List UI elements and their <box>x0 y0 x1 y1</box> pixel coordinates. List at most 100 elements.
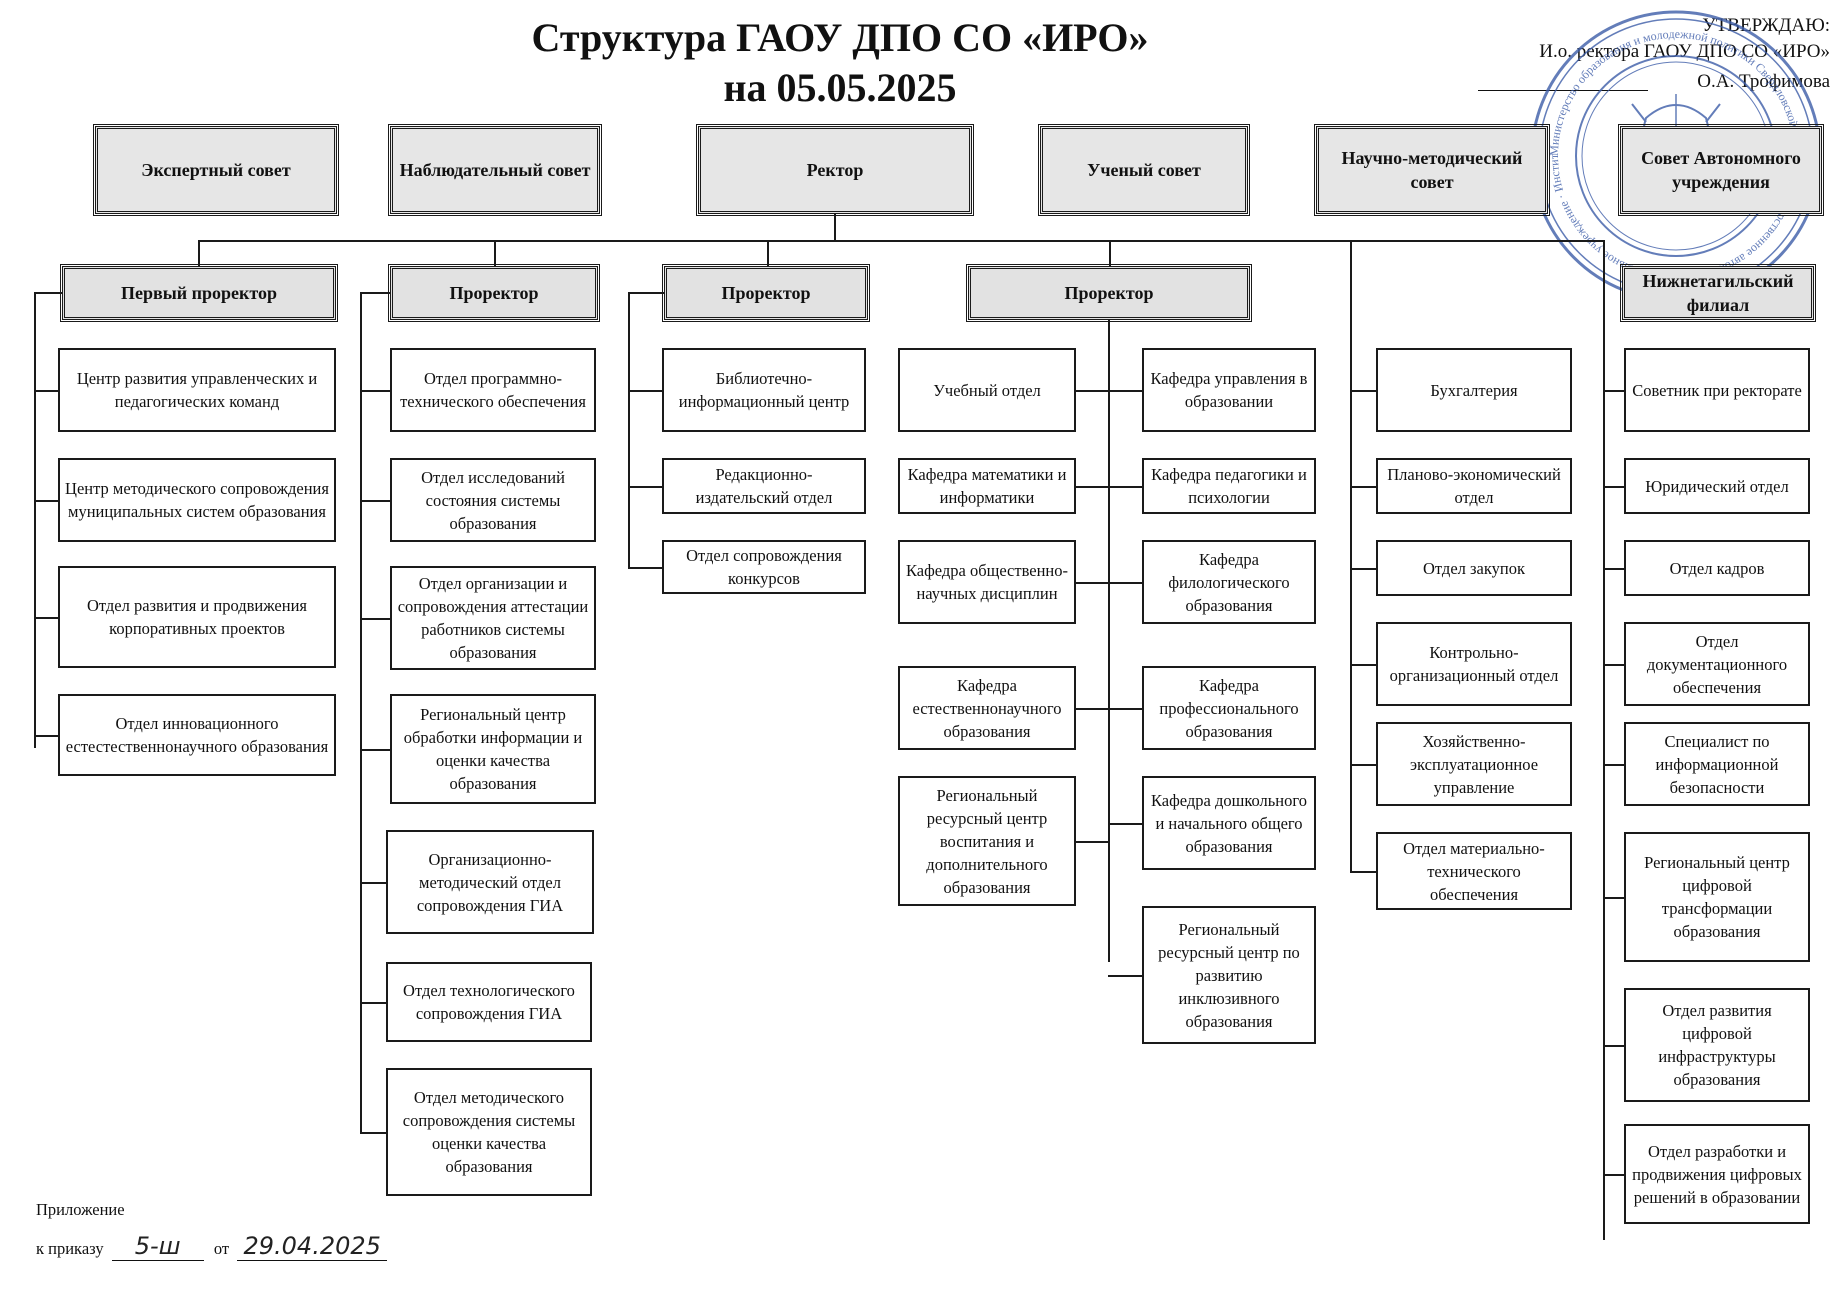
connector-line <box>1350 664 1376 666</box>
connector-line <box>628 390 662 392</box>
connector-line <box>1108 582 1142 584</box>
connector-line <box>628 292 664 294</box>
connector-line <box>1350 486 1376 488</box>
connector-line <box>34 390 58 392</box>
col4-unit: Отдел материально-технического обеспечен… <box>1376 832 1572 910</box>
connector-line <box>1076 582 1108 584</box>
page-subtitle-date: на 05.05.2025 <box>723 65 957 110</box>
col5-unit: Отдел развития цифровой инфраструктуры о… <box>1624 988 1810 1102</box>
nizhny-tagil-branch-box: Нижнетагильский филиал <box>1620 264 1816 322</box>
col0-unit: Отдел инновационного естестественнонаучн… <box>58 694 336 776</box>
connector-line <box>1076 486 1108 488</box>
connector-line <box>1603 764 1624 766</box>
connector-line <box>34 735 58 737</box>
main-bus-line <box>198 240 1604 242</box>
col1-unit: Отдел программно-технического обеспечени… <box>390 348 596 432</box>
connector-line <box>1603 897 1624 899</box>
spine-col0 <box>34 292 36 748</box>
connector-line <box>198 240 200 266</box>
col2-unit: Отдел сопровождения конкурсов <box>662 540 866 594</box>
connector-line <box>1350 568 1376 570</box>
connector-line <box>360 882 386 884</box>
approval-heading: УТВЕРЖДАЮ: <box>1702 15 1830 36</box>
rector-trunk-line <box>834 214 836 240</box>
connector-line <box>1603 390 1624 392</box>
spine-col5 <box>1603 240 1605 1240</box>
signature-line <box>1478 90 1648 91</box>
connector-line <box>494 240 496 266</box>
connector-line <box>767 240 769 266</box>
connector-line <box>628 486 662 488</box>
col3-right-unit: Кафедра профессионального образования <box>1142 666 1316 750</box>
col5-unit: Специалист по информационной безопасност… <box>1624 722 1810 806</box>
connector-line <box>1108 708 1142 710</box>
col3-right-unit: Кафедра филологического образования <box>1142 540 1316 624</box>
connector-line <box>1108 823 1142 825</box>
connector-line <box>360 1132 386 1134</box>
connector-line <box>360 749 390 751</box>
col3-left-unit: Учебный отдел <box>898 348 1076 432</box>
connector-line <box>1350 390 1376 392</box>
supervisory-board-box: Наблюдательный совет <box>388 124 602 216</box>
col2-unit: Редакционно-издательский отдел <box>662 458 866 514</box>
col5-unit: Региональный центр цифровой трансформаци… <box>1624 832 1810 962</box>
col0-unit: Центр развития управленческих и педагоги… <box>58 348 336 432</box>
col4-unit: Бухгалтерия <box>1376 348 1572 432</box>
spine-col2 <box>628 292 630 567</box>
connector-line <box>360 292 390 294</box>
connector-line <box>34 500 58 502</box>
order-prefix: к приказу <box>36 1239 104 1258</box>
col3-left-unit: Кафедра естественнонаучного образования <box>898 666 1076 750</box>
col4-unit: Отдел закупок <box>1376 540 1572 596</box>
connector-line <box>360 618 390 620</box>
col5-unit: Советник при ректорате <box>1624 348 1810 432</box>
connector-line <box>1350 764 1376 766</box>
col4-unit: Хозяйственно-эксплуатационное управление <box>1376 722 1572 806</box>
connector-line <box>360 1002 386 1004</box>
connector-line <box>1076 390 1108 392</box>
col1-unit: Отдел исследований состояния системы обр… <box>390 458 596 542</box>
spine-col1 <box>360 292 362 1134</box>
col3-right-unit: Кафедра управления в образовании <box>1142 348 1316 432</box>
spine-col3 <box>1108 320 1110 962</box>
connector-line <box>1109 240 1111 266</box>
col1-unit: Региональный центр обработки информации … <box>390 694 596 804</box>
col0-unit: Отдел развития и продвижения корпоративн… <box>58 566 336 668</box>
col3-left-unit: Кафедра общественно-научных дисциплин <box>898 540 1076 624</box>
col5-unit: Юридический отдел <box>1624 458 1810 514</box>
col2-unit: Библиотечно-информационный центр <box>662 348 866 432</box>
connector-line <box>360 390 390 392</box>
appendix-label: Приложение <box>36 1200 125 1219</box>
col4-unit: Контрольно-организационный отдел <box>1376 622 1572 706</box>
order-date: 29.04.2025 <box>243 1232 381 1260</box>
col4-unit: Планово-экономический отдел <box>1376 458 1572 514</box>
col3-right-unit: Региональный ресурсный центр по развитию… <box>1142 906 1316 1044</box>
vice-rector-2-box: Проректор <box>662 264 870 322</box>
col5-unit: Отдел кадров <box>1624 540 1810 596</box>
connector-line <box>1076 841 1108 843</box>
connector-line <box>360 500 390 502</box>
connector-line <box>1076 708 1108 710</box>
order-date-prefix: от <box>213 1239 230 1258</box>
connector-line <box>1603 1174 1624 1176</box>
col0-unit: Центр методического сопровождения муници… <box>58 458 336 542</box>
connector-line <box>1350 871 1376 873</box>
col1-unit: Организационно-методический отдел сопров… <box>386 830 594 934</box>
connector-line <box>1603 486 1624 488</box>
col5-unit: Отдел документационного обеспечения <box>1624 622 1810 706</box>
col1-unit: Отдел технологического сопровождения ГИА <box>386 962 592 1042</box>
col3-left-unit: Кафедра математики и информатики <box>898 458 1076 514</box>
first-vice-rector-box: Первый проректор <box>60 264 338 322</box>
connector-line <box>34 617 58 619</box>
scientific-methodical-council-box: Научно-методический совет <box>1314 124 1550 216</box>
connector-line <box>1603 664 1624 666</box>
col1-unit: Отдел организации и сопровождения аттест… <box>390 566 596 670</box>
connector-line <box>34 292 62 294</box>
order-number: 5-ш <box>134 1232 181 1260</box>
connector-line <box>1108 486 1142 488</box>
page-title: Структура ГАОУ ДПО СО «ИРО» <box>531 15 1149 60</box>
col5-unit: Отдел разработки и продвижения цифровых … <box>1624 1124 1810 1224</box>
rector-box: Ректор <box>696 124 974 216</box>
connector-line <box>1108 390 1142 392</box>
col1-unit: Отдел методического сопровождения систем… <box>386 1068 592 1196</box>
